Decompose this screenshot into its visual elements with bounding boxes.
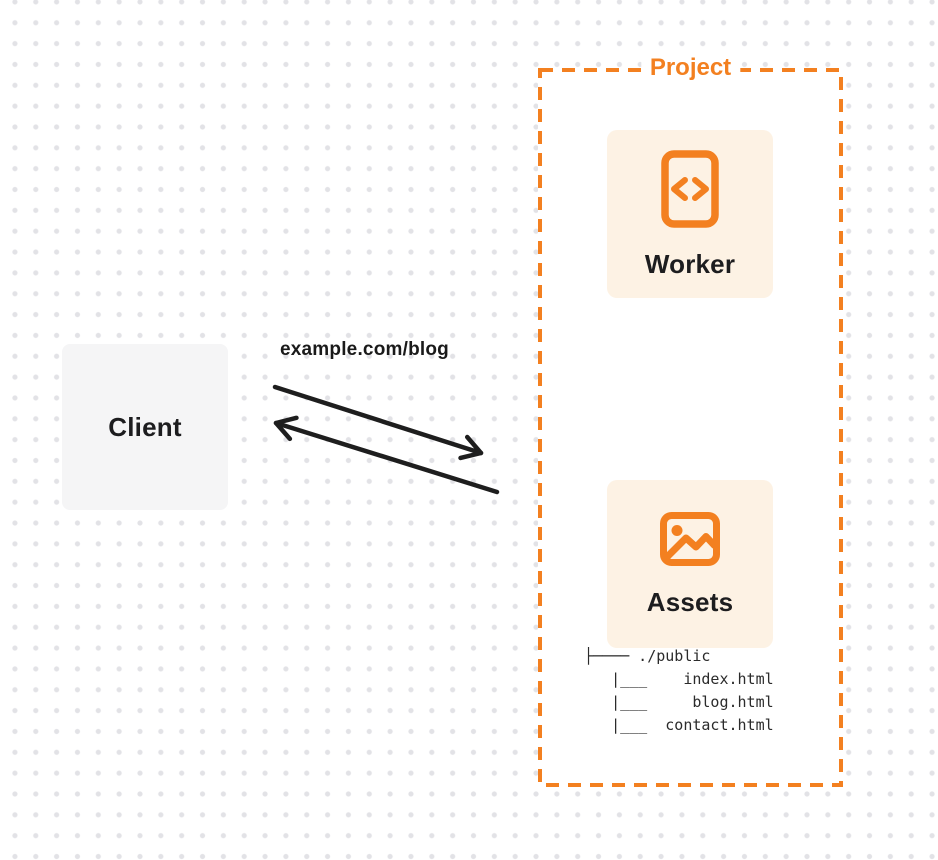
project-label: Project — [640, 52, 741, 84]
worker-label: Worker — [644, 248, 736, 279]
worker-node: Worker — [607, 130, 773, 298]
request-url-label: example.com/blog — [280, 339, 449, 360]
client-label: Client — [108, 411, 182, 442]
project-dashed-border — [538, 68, 843, 787]
assets-node: Assets — [607, 480, 773, 648]
image-icon — [660, 511, 720, 566]
response-arrow — [273, 415, 500, 495]
project-container: Project Worker Assets ├──── ./public |__… — [538, 52, 843, 787]
client-node: Client — [62, 344, 228, 510]
code-document-icon — [661, 149, 719, 228]
assets-label: Assets — [646, 586, 734, 617]
request-arrow — [272, 384, 484, 461]
file-tree: ├──── ./public |___ index.html |___ blog… — [584, 647, 774, 734]
